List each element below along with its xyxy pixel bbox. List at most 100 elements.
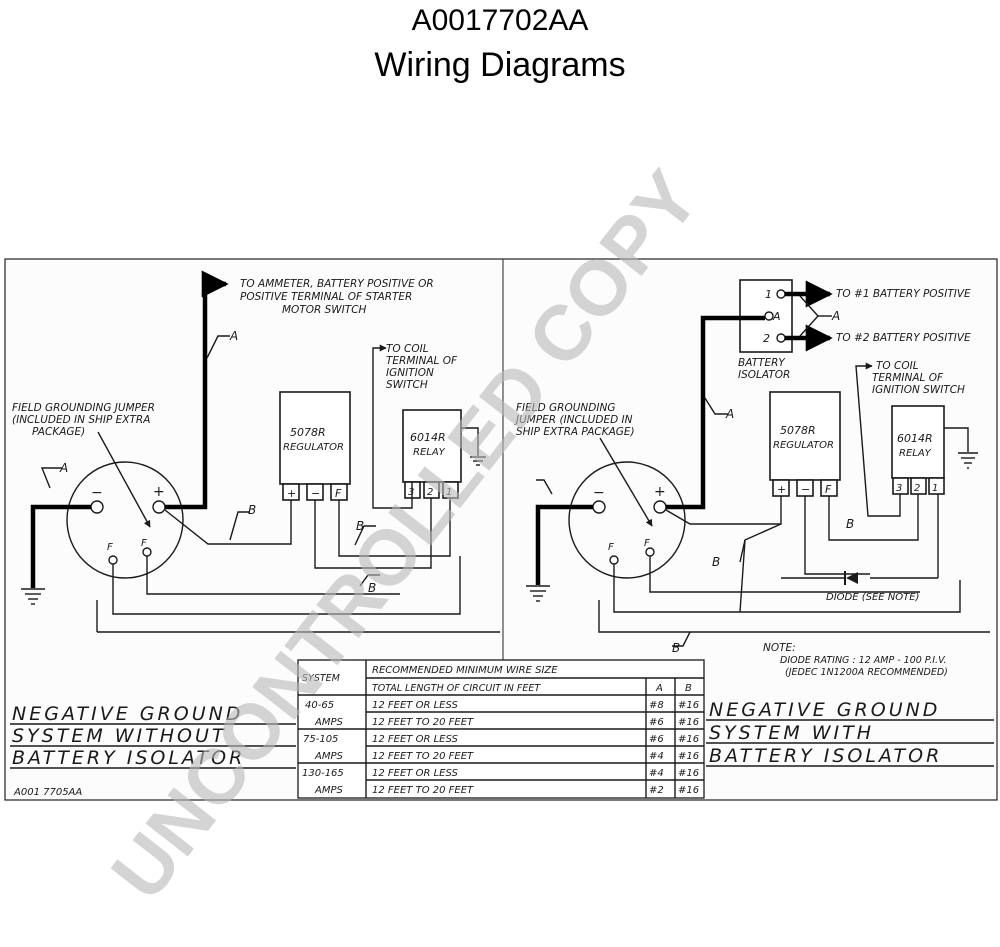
- row2-a: #6: [649, 717, 664, 728]
- wire-b-label-3: B: [368, 581, 376, 595]
- left-caption: NEGATIVE GROUND SYSTEM WITHOUT BATTERY I…: [10, 703, 296, 798]
- jumper-note-3: PACKAGE): [32, 426, 85, 438]
- row6-a: #2: [649, 785, 664, 796]
- leader-a1: [40, 467, 62, 489]
- row6-length: 12 FEET TO 20 FEET: [372, 785, 474, 796]
- row2-system: AMPS: [314, 717, 343, 728]
- row4-system: AMPS: [314, 751, 343, 762]
- battery-1-note: TO #1 BATTERY POSITIVE: [836, 288, 971, 300]
- coil-note-1: TO COIL: [386, 343, 429, 355]
- diode-note: DIODE (SEE NOTE): [826, 592, 919, 603]
- leader-a2: [206, 335, 230, 359]
- alternator-left: [66, 461, 184, 579]
- relay-model: 6014R: [410, 431, 446, 444]
- wire-a-iso-label: A: [831, 309, 840, 323]
- table-col-a: A: [655, 683, 663, 694]
- left-caption-1: NEGATIVE GROUND: [12, 703, 243, 725]
- right-caption-1: NEGATIVE GROUND: [709, 699, 940, 721]
- wire-b-label-2: B: [356, 519, 364, 533]
- ground-wire-a: [30, 504, 91, 588]
- leader-b1: [229, 511, 250, 541]
- right-diagram: 1 A 2 BATTERY ISOLATOR TO #1 BATTERY POS…: [514, 279, 990, 678]
- leader-r-ground: [536, 479, 553, 495]
- r-wire-b-label-2: B: [846, 517, 854, 531]
- drawing-number: A001 7705AA: [13, 787, 82, 798]
- r-coil-wire: [855, 362, 901, 517]
- row2-length: 12 FEET TO 20 FEET: [372, 717, 474, 728]
- row6-b: #16: [678, 785, 699, 796]
- row4-length: 12 FEET TO 20 FEET: [372, 751, 474, 762]
- r-reg-f-text: F: [825, 483, 832, 496]
- left-caption-2: SYSTEM WITHOUT: [12, 725, 227, 747]
- reg-neg-text: −: [311, 487, 320, 500]
- r-relay-terminal-1: [928, 477, 945, 495]
- coil-note-2: TERMINAL OF: [386, 355, 458, 367]
- alt-r-pos-label: +: [654, 484, 666, 500]
- leader-b2: [354, 525, 376, 546]
- row3-system: 75-105: [303, 734, 338, 745]
- iso-ta-text: A: [772, 310, 781, 323]
- r-wire-b-relay: [804, 496, 870, 575]
- wire-b-pos: [164, 500, 292, 545]
- left-caption-3: BATTERY ISOLATOR: [12, 747, 245, 769]
- note-line-1: DIODE RATING : 12 AMP - 100 P.I.V.: [780, 655, 947, 666]
- isolator-label-2: ISOLATOR: [738, 369, 790, 381]
- reg-pos-text: +: [287, 487, 296, 500]
- r-wire-field-ground: [613, 564, 961, 613]
- r-relay-t1-text: 1: [932, 483, 938, 494]
- page-title: Wiring Diagrams: [374, 46, 626, 84]
- table-col-length: TOTAL LENGTH OF CIRCUIT IN FEET: [372, 683, 541, 694]
- table-row: 40-65 12 FEET OR LESS #8 #16: [305, 700, 699, 711]
- alt-neg-label: −: [91, 485, 103, 501]
- note-line-2: (JEDEC 1N1200A RECOMMENDED): [785, 667, 948, 678]
- right-caption-2: SYSTEM WITH: [709, 722, 874, 744]
- row5-a: #4: [649, 768, 664, 779]
- relay-ground-wire: [461, 427, 479, 456]
- table-col-system: SYSTEM: [302, 673, 340, 684]
- relay-ground-icon: [470, 456, 486, 466]
- alt-r-neg-label: −: [593, 485, 605, 501]
- row5-b: #16: [678, 768, 699, 779]
- alt-f2-label: F: [141, 538, 147, 549]
- row4-b: #16: [678, 751, 699, 762]
- r-jumper-note-2: JUMPER (INCLUDED IN: [514, 414, 633, 426]
- r-wire-b-label: B: [712, 555, 720, 569]
- note-heading: NOTE:: [763, 642, 796, 654]
- regulator-model: 5078R: [290, 426, 326, 439]
- wire-a-isolator: [666, 315, 765, 510]
- wire-field-2: [146, 556, 330, 595]
- alternator-right: [568, 461, 686, 579]
- document-id: A0017702AA: [411, 4, 589, 37]
- ground-icon-r: [526, 585, 550, 602]
- r-relay-ground-icon: [958, 452, 978, 469]
- table-title: RECOMMENDED MINIMUM WIRE SIZE: [372, 665, 558, 676]
- iso-t1-text: 1: [765, 288, 772, 301]
- jumper-note-2: (INCLUDED IN SHIP EXTRA: [12, 414, 150, 426]
- table-row: AMPS 12 FEET TO 20 FEET #4 #16: [314, 751, 699, 762]
- r-regulator-model: 5078R: [780, 424, 816, 437]
- relay-label: RELAY: [413, 447, 446, 458]
- relay-t2-text: 2: [427, 487, 433, 498]
- r-jumper-leader: [599, 437, 653, 527]
- r-reg-pos-text: +: [777, 483, 786, 496]
- regulator-label: REGULATOR: [283, 442, 344, 453]
- regulator-left: [279, 391, 351, 485]
- r-jumper-note-3: SHIP EXTRA PACKAGE): [516, 426, 635, 438]
- row6-system: AMPS: [314, 785, 343, 796]
- r-coil-note-3: IGNITION SWITCH: [872, 384, 965, 396]
- r-relay-model: 6014R: [897, 432, 933, 445]
- r-coil-note-1: TO COIL: [876, 360, 919, 372]
- leader-a-r: [704, 397, 728, 415]
- r-relay-t2-text: 2: [914, 483, 920, 494]
- jumper-note-1: FIELD GROUNDING JUMPER: [12, 402, 155, 414]
- ground-wire-r: [535, 504, 593, 585]
- table-row: AMPS 12 FEET TO 20 FEET #2 #16: [314, 785, 699, 796]
- ground-icon: [21, 588, 45, 605]
- row3-length: 12 FEET OR LESS: [372, 734, 458, 745]
- coil-note-3: IGNITION: [386, 367, 434, 379]
- row2-b: #16: [678, 717, 699, 728]
- coil-note-4: SWITCH: [386, 379, 428, 391]
- right-caption-3: BATTERY ISOLATOR: [709, 745, 942, 767]
- ammeter-note-1: TO AMMETER, BATTERY POSITIVE OR: [240, 278, 434, 290]
